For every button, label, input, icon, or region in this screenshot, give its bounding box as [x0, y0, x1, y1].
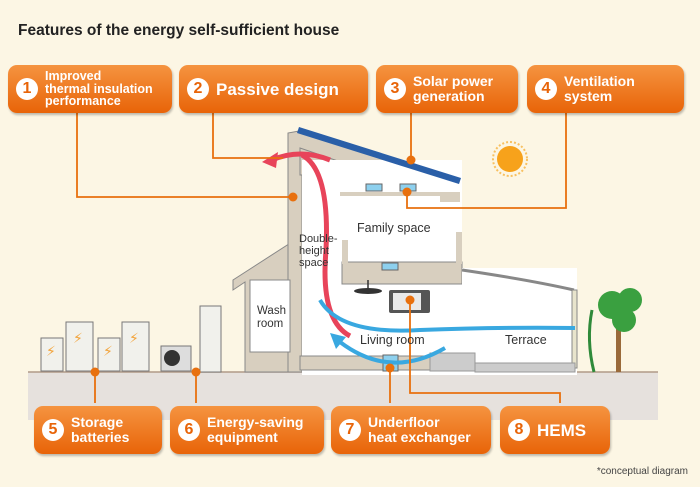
feature-callout-4[interactable]: 4 Ventilation system — [527, 65, 684, 113]
number-badge: 3 — [384, 78, 406, 100]
ceiling-fan-icon — [354, 280, 382, 294]
feature-label: Solar power generation — [413, 73, 494, 104]
number-badge: 6 — [178, 419, 200, 441]
number-badge: 1 — [16, 78, 38, 100]
number-badge: 2 — [187, 78, 209, 100]
svg-text:⚡: ⚡ — [103, 344, 113, 360]
feature-label: Underfloor heat exchanger — [368, 414, 471, 445]
room-label-double-height: Double- height space — [299, 233, 338, 269]
house — [232, 127, 578, 375]
sun-icon — [497, 146, 523, 172]
room-label-family-space: Family space — [357, 221, 431, 235]
svg-text:⚡: ⚡ — [73, 331, 83, 347]
svg-text:⚡: ⚡ — [46, 344, 56, 360]
vine-icon — [587, 309, 596, 373]
feature-callout-1[interactable]: 1 Improved thermal insulation performanc… — [8, 65, 172, 113]
room-label-living-room: Living room — [360, 333, 425, 347]
feature-label: HEMS — [537, 420, 587, 440]
feature-label: Ventilation system — [564, 73, 635, 104]
diagram-title: Features of the energy self-sufficient h… — [18, 22, 340, 39]
airflow-arrow-icon — [338, 340, 447, 365]
mid-floor — [341, 261, 463, 285]
wash-room — [249, 279, 291, 353]
number-badge: 5 — [42, 419, 64, 441]
tree-icon — [598, 288, 642, 372]
terrace-awning — [461, 268, 575, 292]
number-badge: 7 — [339, 419, 361, 441]
svg-text:⚡: ⚡ — [129, 331, 139, 347]
room-label-wash-room: Wash room — [257, 305, 286, 330]
number-badge: 8 — [508, 419, 530, 441]
warm-air-arrow — [300, 152, 352, 339]
feature-callout-5[interactable]: 5 Storage batteries — [34, 406, 162, 454]
feature-label: Improved thermal insulation performance — [45, 69, 153, 109]
room-label-terrace: Terrace — [505, 333, 547, 347]
terrace-area — [462, 268, 577, 375]
feature-callout-6[interactable]: 6 Energy-saving equipment — [170, 406, 324, 454]
connector-dots — [90, 155, 416, 377]
battery-icon — [40, 321, 150, 372]
vent — [381, 262, 399, 271]
number-badge: 4 — [535, 78, 557, 100]
connector-lines — [76, 113, 567, 403]
feature-callout-8[interactable]: 8 HEMS — [500, 406, 610, 454]
footnote: *conceptual diagram — [596, 466, 688, 477]
feature-label: Passive design — [216, 79, 339, 99]
solar-panel-icon — [297, 127, 461, 184]
feature-callout-3[interactable]: 3 Solar power generation — [376, 65, 518, 113]
vent — [365, 183, 383, 192]
feature-callout-7[interactable]: 7 Underfloor heat exchanger — [331, 406, 491, 454]
feature-label: Storage batteries — [71, 414, 130, 445]
feature-label: Energy-saving equipment — [207, 414, 304, 445]
feature-callout-2[interactable]: 2 Passive design — [179, 65, 368, 113]
cool-air-arrow — [318, 298, 576, 333]
water-heater-icon — [199, 305, 222, 373]
